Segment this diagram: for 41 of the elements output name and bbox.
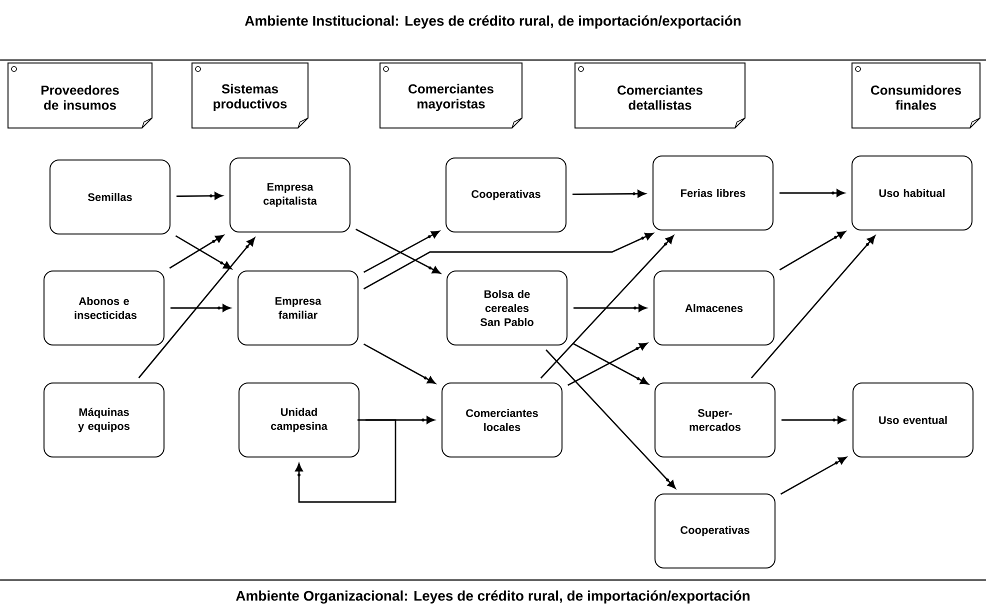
- connector-arrow: [169, 234, 224, 269]
- connector-arrow: [540, 235, 674, 379]
- connector-arrow: [363, 232, 654, 290]
- rounded-box: Unidad campesina: [238, 382, 360, 458]
- note-box: Comerciantes mayoristas: [380, 62, 522, 128]
- heading-text: Ambiente Institucional: Leyes de crédito rural, de importación/exportación: [244, 15, 741, 29]
- connector-arrow: [176, 192, 223, 200]
- note-box: Sistemas productivos: [192, 62, 308, 128]
- rounded-box: Ferias libres: [652, 156, 774, 230]
- note-box: Proveedores de insumos: [8, 62, 152, 128]
- connector-arrow: [574, 304, 647, 312]
- rounded-box: Uso habitual: [852, 156, 972, 230]
- connector-arrow: [363, 230, 440, 273]
- connector-arrow: [546, 349, 676, 489]
- connector-arrow: [780, 189, 845, 197]
- connector-arrow: [175, 235, 232, 270]
- rounded-box: Máquinas y equipos: [44, 382, 164, 458]
- rounded-box: Comerciantes locales: [442, 382, 562, 458]
- connector-arrow: [170, 304, 231, 312]
- connector-arrow: [356, 228, 441, 274]
- connector-arrow: [295, 419, 396, 503]
- connector-arrow: [750, 235, 876, 378]
- rounded-box: Empresa familiar: [238, 270, 358, 346]
- connector-arrow: [572, 190, 646, 198]
- rounded-box: Semillas: [50, 160, 170, 234]
- rounded-box: Empresa capitalista: [230, 158, 350, 232]
- note-box: Comerciantes detallistas: [574, 62, 746, 128]
- connector-arrow: [363, 343, 436, 384]
- rounded-box: Cooperativas: [446, 158, 566, 232]
- connector-arrow: [138, 238, 255, 378]
- rounded-box: Abonos e insecticidas: [44, 270, 164, 346]
- rounded-box: Cooperativas: [654, 494, 776, 568]
- heading-text: Ambiente Organizacional: Leyes de crédito rural, de importación/exportación: [236, 590, 750, 604]
- rounded-box: Bolsa de cereales San Pablo: [446, 270, 568, 346]
- rounded-box: Almacenes: [654, 270, 774, 346]
- note-box: Consumidores finales: [852, 62, 980, 128]
- rounded-box: Super- mercados: [654, 382, 776, 458]
- connector-arrow: [780, 456, 847, 495]
- connector-arrow: [782, 416, 846, 424]
- rounded-box: Uso eventual: [852, 382, 974, 458]
- connector-arrow: [779, 231, 846, 270]
